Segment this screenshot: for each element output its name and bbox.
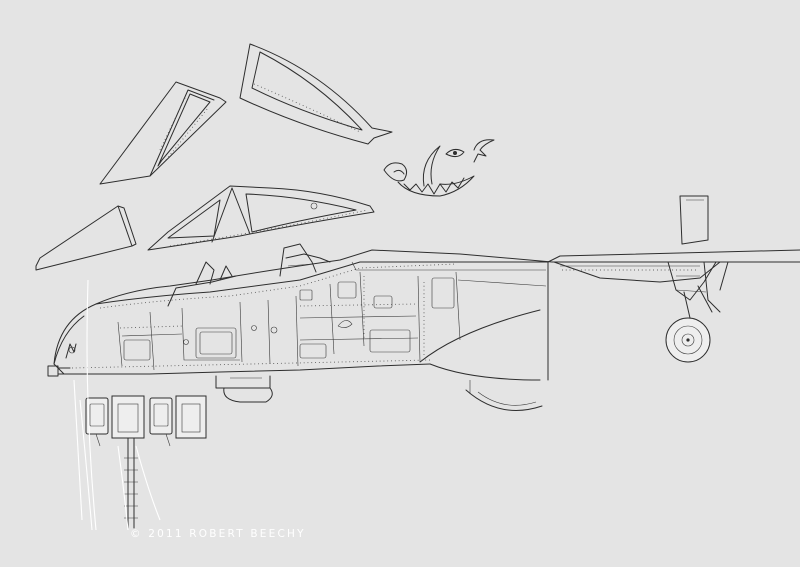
copyright-notice: © 2011 ROBERT BEECHY: [130, 528, 306, 540]
wing-right: [547, 195, 800, 283]
guide-lines: [73, 279, 161, 531]
rear-wheel: [465, 380, 543, 411]
canopy-frame-upper-left: [99, 81, 227, 185]
gun-bay-detail: [85, 395, 207, 529]
canopy-upper-center: [239, 43, 393, 145]
windscreen: [35, 205, 137, 271]
main-landing-gear: [665, 261, 729, 363]
canopy-middle-framed: [147, 185, 375, 251]
shark-mouth-art: [383, 139, 495, 197]
fuselage: [47, 243, 800, 403]
